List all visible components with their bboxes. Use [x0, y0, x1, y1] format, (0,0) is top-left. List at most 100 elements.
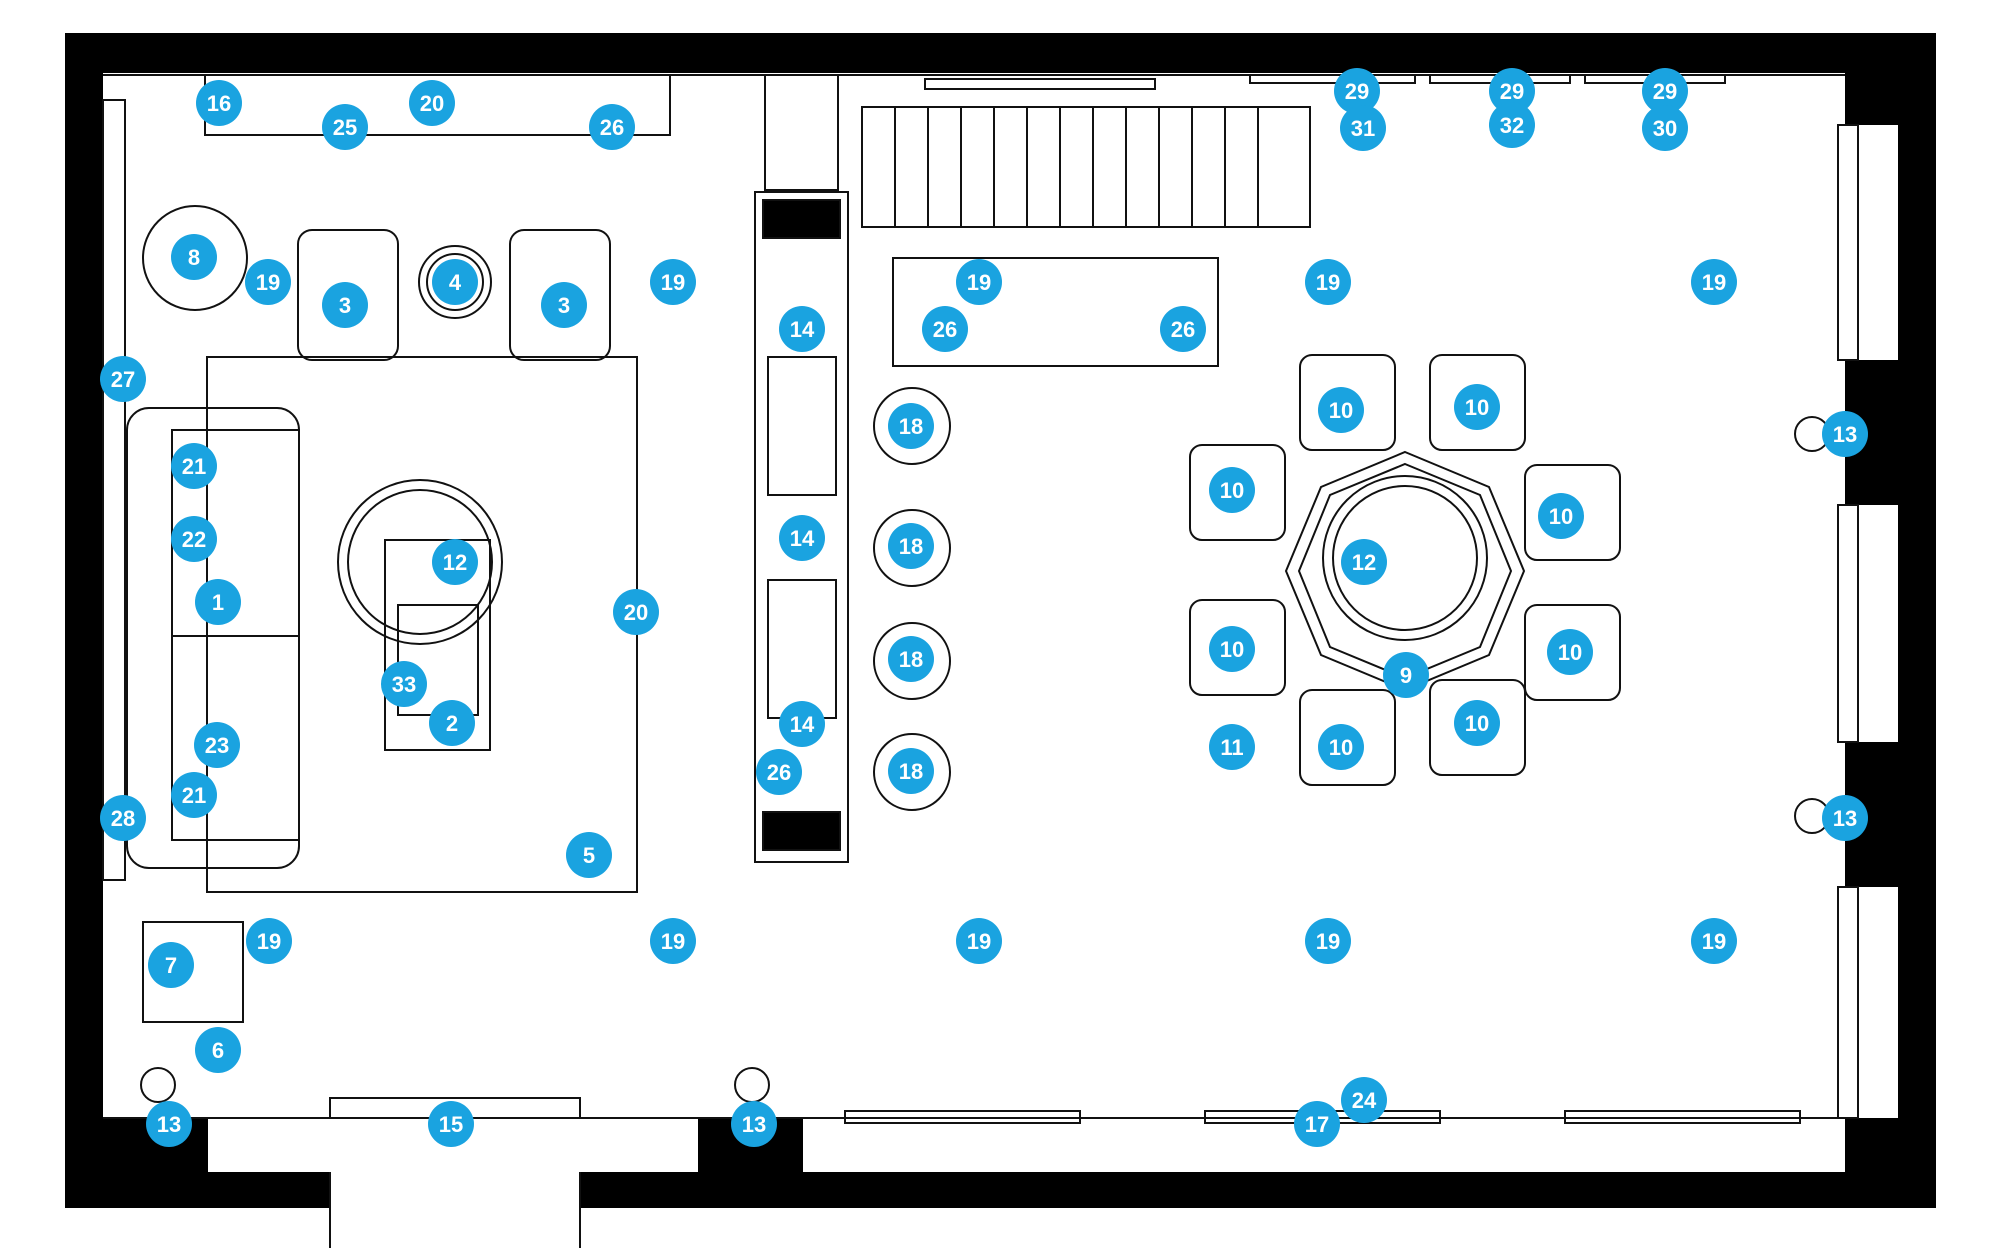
marker-29: 29 — [1642, 68, 1688, 114]
marker-label: 20 — [420, 91, 444, 116]
marker-19: 19 — [245, 259, 291, 305]
marker-dot — [1642, 68, 1688, 114]
marker-dot — [146, 1101, 192, 1147]
marker-dot — [1822, 795, 1868, 841]
marker-label: 12 — [1352, 550, 1376, 575]
marker-10: 10 — [1209, 467, 1255, 513]
marker-dot — [613, 589, 659, 635]
marker-dot — [1642, 105, 1688, 151]
marker-18: 18 — [888, 636, 934, 682]
marker-19: 19 — [1691, 918, 1737, 964]
marker-label: 21 — [182, 783, 206, 808]
bar-stool-1 — [873, 387, 951, 465]
marker-label: 19 — [1702, 929, 1726, 954]
marker-label: 20 — [624, 600, 648, 625]
marker-1: 1 — [195, 579, 241, 625]
marker-19: 19 — [956, 259, 1002, 305]
marker-dot — [1383, 652, 1429, 698]
marker-14: 14 — [779, 515, 825, 561]
marker-33: 33 — [381, 661, 427, 707]
marker-dot — [650, 259, 696, 305]
outer-wall-left — [65, 33, 103, 1208]
marker-10: 10 — [1454, 384, 1500, 430]
marker-dot — [566, 832, 612, 878]
marker-dot — [1305, 918, 1351, 964]
outer-wall-right — [1898, 33, 1936, 1208]
marker-10: 10 — [1538, 493, 1584, 539]
marker-6: 6 — [195, 1027, 241, 1073]
marker-dot — [100, 795, 146, 841]
marker-label: 2 — [446, 711, 458, 736]
bar-shelf-2 — [767, 579, 837, 719]
marker-label: 10 — [1558, 640, 1582, 665]
dining-chair-1 — [1299, 354, 1396, 451]
marker-2: 2 — [429, 700, 475, 746]
marker-dot — [171, 516, 217, 562]
marker-label: 14 — [790, 317, 815, 342]
marker-dot — [779, 306, 825, 352]
bar-shelf-1 — [767, 356, 837, 496]
armchair-right — [509, 229, 611, 361]
bar-stool-3 — [873, 622, 951, 700]
marker-28: 28 — [100, 795, 146, 841]
floor-lamp-bottom-middle — [734, 1067, 770, 1103]
marker-label: 3 — [339, 293, 351, 318]
staircase — [861, 106, 1311, 228]
dining-chair-7 — [1299, 689, 1396, 786]
coffee-table — [384, 539, 491, 751]
marker-dot — [381, 661, 427, 707]
marker-label: 18 — [899, 534, 923, 559]
marker-dot — [1305, 259, 1351, 305]
marker-dot — [1691, 259, 1737, 305]
marker-dot — [650, 918, 696, 964]
bar-stool-4 — [873, 733, 951, 811]
window-top-2 — [1249, 74, 1416, 84]
marker-dot — [1341, 1077, 1387, 1123]
marker-label: 14 — [790, 712, 815, 737]
marker-23: 23 — [194, 722, 240, 768]
marker-label: 21 — [182, 454, 206, 479]
marker-15: 15 — [428, 1101, 474, 1147]
marker-19: 19 — [956, 918, 1002, 964]
column-bottom-right — [1845, 1118, 1898, 1172]
marker-dot — [731, 1101, 777, 1147]
marker-19: 19 — [650, 259, 696, 305]
marker-label: 29 — [1345, 79, 1369, 104]
marker-12: 12 — [1341, 539, 1387, 585]
marker-label: 19 — [1702, 270, 1726, 295]
marker-label: 18 — [899, 759, 923, 784]
marker-13: 13 — [1822, 795, 1868, 841]
marker-label: 19 — [1316, 929, 1340, 954]
marker-dot — [956, 918, 1002, 964]
marker-18: 18 — [888, 403, 934, 449]
marker-label: 17 — [1305, 1112, 1329, 1137]
marker-label: 32 — [1500, 113, 1524, 138]
armchair-left — [297, 229, 399, 361]
marker-label: 10 — [1465, 395, 1489, 420]
marker-label: 15 — [439, 1112, 463, 1137]
marker-label: 13 — [742, 1112, 766, 1137]
marker-26: 26 — [1160, 306, 1206, 352]
marker-label: 10 — [1220, 478, 1244, 503]
marker-label: 8 — [188, 245, 200, 270]
marker-5: 5 — [566, 832, 612, 878]
dining-chair-4 — [1524, 464, 1621, 561]
marker-19: 19 — [1305, 918, 1351, 964]
marker-dot — [1691, 918, 1737, 964]
marker-19: 19 — [650, 918, 696, 964]
marker-dot — [195, 579, 241, 625]
marker-19: 19 — [1691, 259, 1737, 305]
sofa-back-cushion — [171, 429, 300, 841]
marker-25: 25 — [322, 104, 368, 150]
marker-7: 7 — [148, 942, 194, 988]
marker-label: 25 — [333, 115, 357, 140]
marker-dot — [428, 1101, 474, 1147]
marker-label: 24 — [1352, 1088, 1377, 1113]
marker-dot — [1547, 629, 1593, 675]
marker-dot — [409, 80, 455, 126]
dining-chair-6 — [1524, 604, 1621, 701]
marker-27: 27 — [100, 356, 146, 402]
dining-table-inner — [1297, 462, 1513, 680]
marker-dot — [888, 748, 934, 794]
